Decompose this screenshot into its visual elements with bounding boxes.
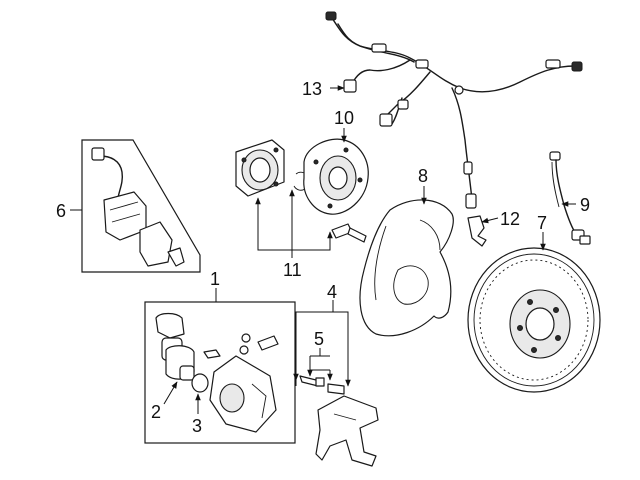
callout-6: 6 [56,201,66,221]
brake-rotor [467,247,601,393]
callout-8: 8 [418,166,428,186]
callout-labels: 1 2 3 4 5 6 7 8 9 10 11 12 13 [56,79,590,436]
callout-13: 13 [302,79,322,99]
abs-wiring-harness [325,11,583,209]
callout-2: 2 [151,402,161,422]
callout-4: 4 [327,282,337,302]
brake-pad-kit [81,139,201,273]
brake-hose [549,151,591,245]
callout-10: 10 [334,108,354,128]
caliper-support-bracket [299,375,379,467]
callout-9: 9 [580,195,590,215]
caliper-assembly [144,301,296,444]
callout-3: 3 [192,416,202,436]
wheel-speed-sensor [467,215,487,247]
callout-11: 11 [283,260,302,280]
leader-lines [70,85,576,414]
callout-5: 5 [314,329,324,349]
callout-12: 12 [500,209,520,229]
splash-shield [359,199,454,337]
callout-1: 1 [210,269,220,289]
wheel-hub-assembly [235,138,369,243]
callout-7: 7 [537,213,547,233]
